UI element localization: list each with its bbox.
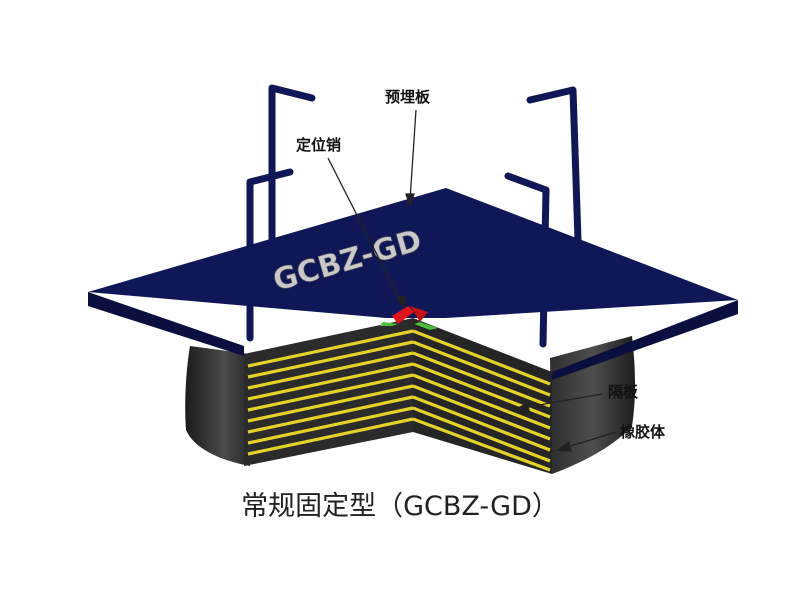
embedded-plate-edge-left xyxy=(88,292,244,356)
anchor-bar-left-front xyxy=(246,168,294,342)
cutaway-face-right xyxy=(413,318,552,474)
anchor-bar-left-back xyxy=(268,84,316,252)
locating-pin xyxy=(380,306,438,330)
anchor-bars-back xyxy=(268,84,582,252)
rubber-body-left xyxy=(185,346,250,466)
label-rubber-body: 橡胶体 xyxy=(620,423,666,441)
anchor-bar-right-back xyxy=(526,86,582,244)
label-embedded-plate: 预埋板 xyxy=(385,88,431,106)
diagram-caption: 常规固定型（GCBZ-GD） xyxy=(241,491,559,522)
leader-line-embedded-plate xyxy=(409,109,417,201)
embedded-plate-edge-right xyxy=(552,300,738,380)
leader-line-steel-shim xyxy=(521,393,603,409)
label-steel-shim: 隔板 xyxy=(608,383,639,401)
leader-line-locating-pin xyxy=(327,157,403,305)
leader-lines xyxy=(327,109,617,452)
anchor-bar-right-front xyxy=(504,172,550,348)
shim-layers-left xyxy=(247,329,414,456)
anchor-bars-front xyxy=(246,168,550,348)
shim-layers-right xyxy=(412,329,551,472)
label-locating-pin: 定位销 xyxy=(296,136,342,154)
leader-line-rubber-body xyxy=(563,431,617,449)
